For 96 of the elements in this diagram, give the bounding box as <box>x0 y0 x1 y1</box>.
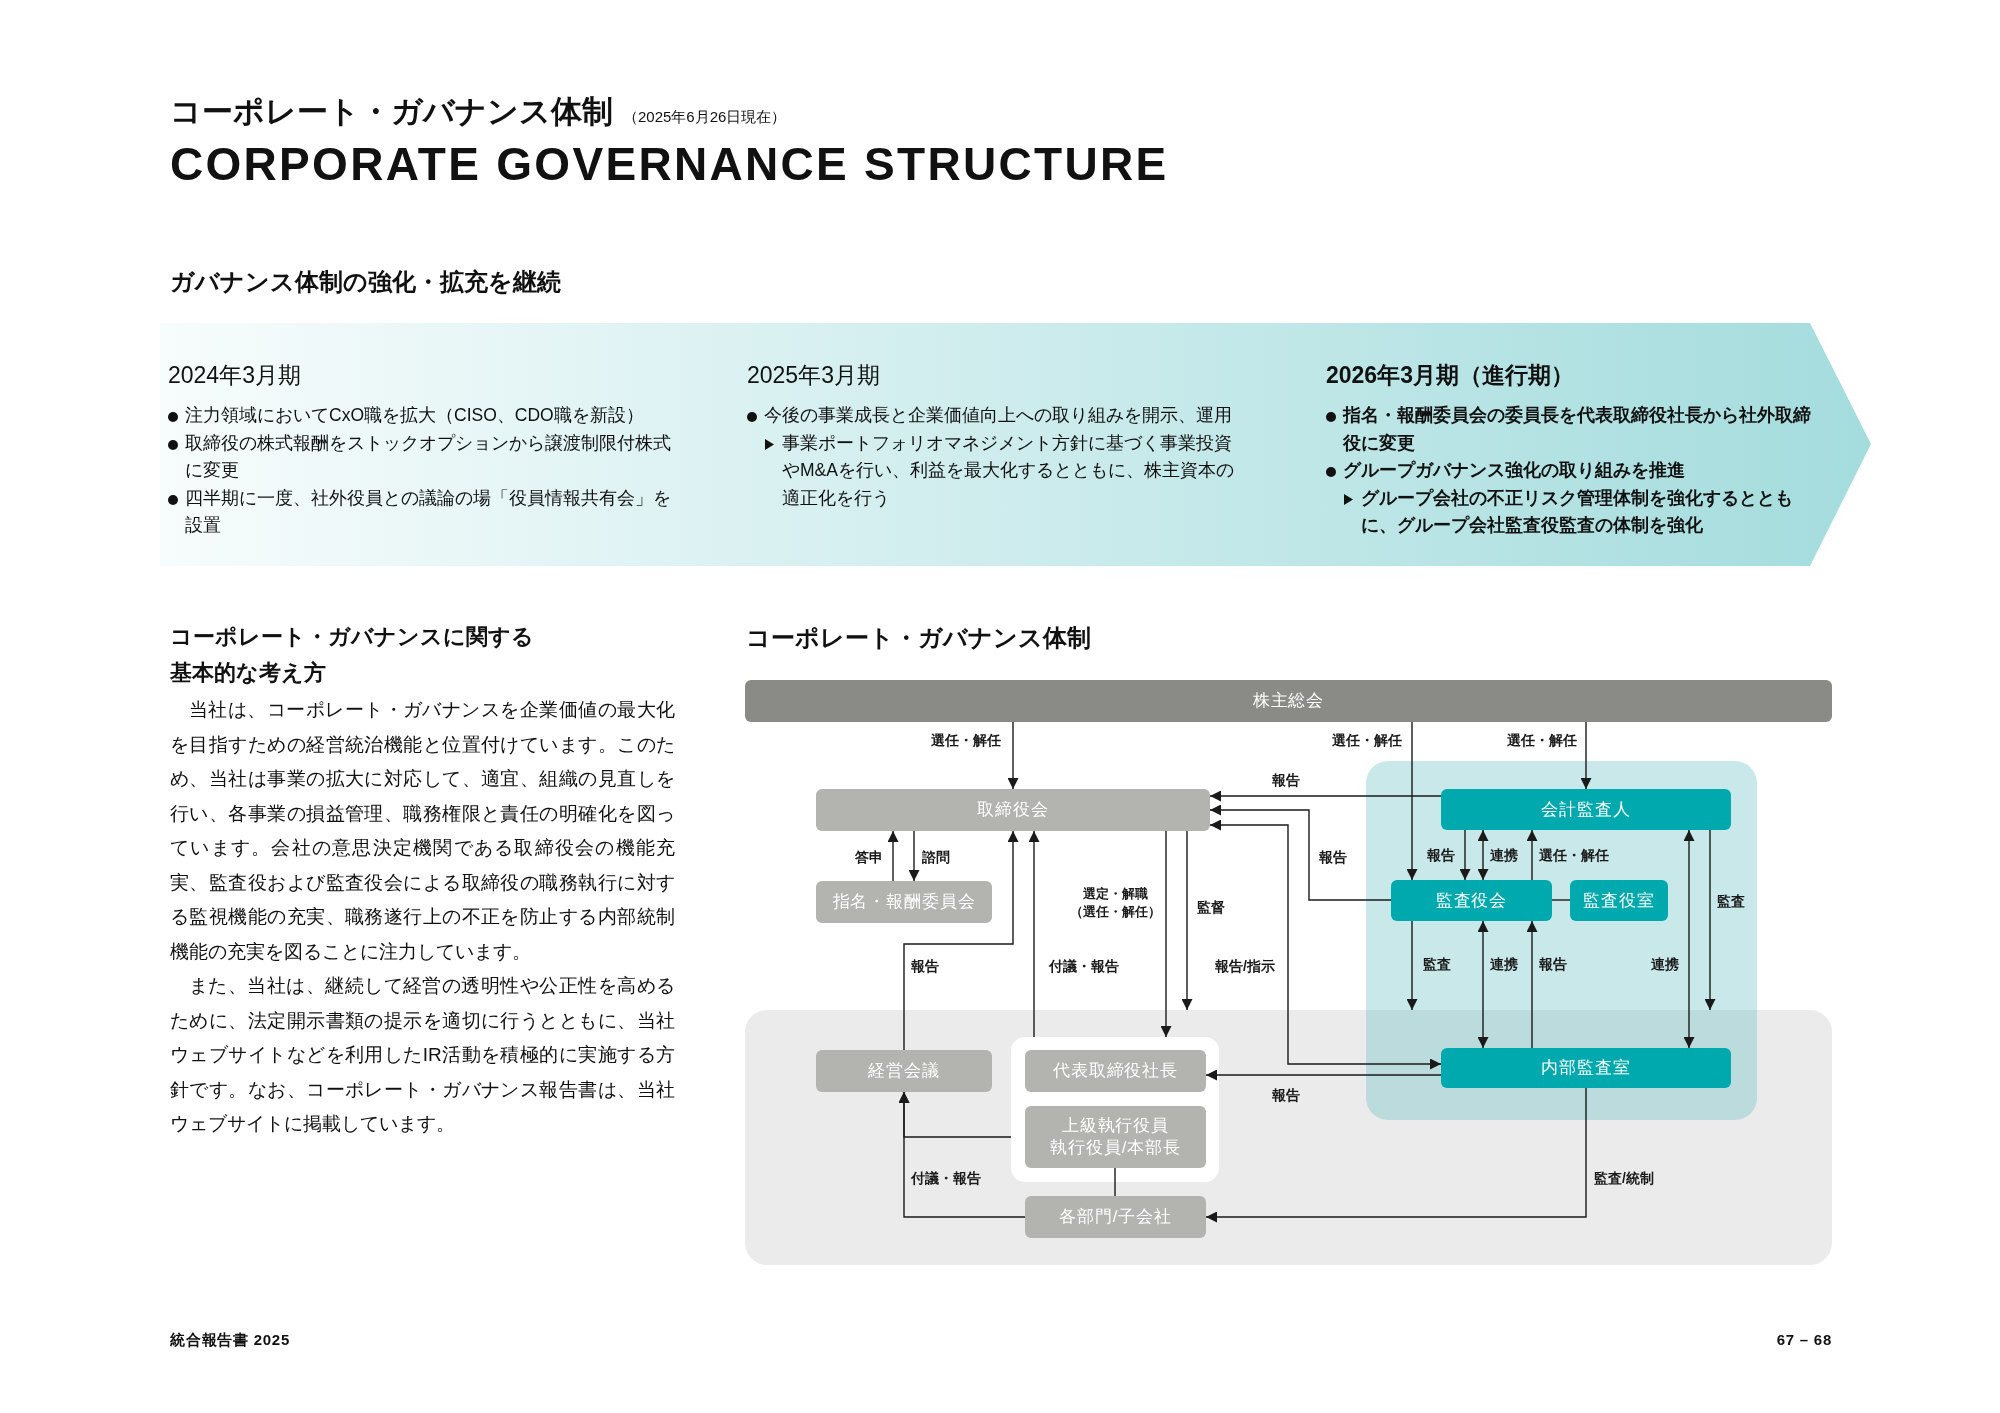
edge-label: 連携 <box>1490 846 1518 864</box>
connector-arrow <box>1181 830 1193 1011</box>
connector-arrow <box>1477 920 1489 1049</box>
process-box <box>1025 1050 1206 1092</box>
edge-label: 報告 <box>1272 1086 1300 1104</box>
connector-arrow <box>908 830 920 882</box>
edge-label: 選任・解任 <box>1332 731 1402 749</box>
bullet-text: 取締役の株式報酬をストックオプションから譲渡制限付株式に変更 <box>185 431 672 482</box>
process-box <box>816 881 992 923</box>
edge-label: 監査 <box>1423 955 1451 973</box>
connector-arrow <box>1406 920 1418 1011</box>
bullet-text: 事業ポートフォリオマネジメント方針に基づく事業投資やM&Aを行い、利益を最大化するとともに、株主資本の適正化を行う <box>782 431 1235 510</box>
edge-label: 監督 <box>1197 898 1225 916</box>
connector-arrow <box>1477 829 1489 881</box>
connector-line <box>1551 899 1571 901</box>
box-label: 取締役会 <box>977 799 1049 821</box>
footer-text: 統合報告書 2025 <box>170 1330 291 1350</box>
edge-label: 報告/指示 <box>1215 957 1275 975</box>
connector-arrow <box>887 830 899 882</box>
connector-arrow <box>1205 1069 1442 1081</box>
bullet-text: 指名・報酬委員会の委員長を代表取締役社長から社外取締役に変更 <box>1343 404 1812 455</box>
box-label: 代表取締役社長 <box>1053 1060 1178 1082</box>
bullet-text: グループガバナンス強化の取り組みを推進 <box>1343 459 1685 482</box>
connector-arrow <box>1526 920 1538 1049</box>
edge-label: 付議・報告 <box>1049 957 1119 975</box>
connector-arrow <box>1007 721 1019 790</box>
connector-arrow <box>1028 830 1040 1038</box>
connector-arrow <box>1205 1087 1587 1223</box>
box-label: 執行役員/本部長 <box>1050 1137 1181 1159</box>
connector-arrow <box>1209 819 1442 1070</box>
edge-label: 諮問 <box>922 848 950 866</box>
panel-background <box>1366 761 1757 1120</box>
bullet-text: 今後の事業成長と企業価値向上への取り組みを開示、運用 <box>764 404 1232 427</box>
section-heading: ガバナンス体制の強化・拡充を継続 <box>170 267 561 297</box>
region-background <box>745 1010 1832 1265</box>
chevron-band <box>160 323 1871 566</box>
connector-line <box>1114 1167 1116 1197</box>
box-label: 監査役会 <box>1435 889 1508 912</box>
process-box <box>1570 880 1668 921</box>
date-note: （2025年6月26日現在） <box>623 107 787 127</box>
english-title: CORPORATE GOVERNANCE STRUCTURE <box>170 137 1169 191</box>
bullet-text: グループ会社の不正リスク管理体制を強化するとともに、グループ会社監査役監査の体制を強化 <box>1361 486 1794 537</box>
edge-label: 選任・解任 <box>931 731 1001 749</box>
process-box <box>1025 1196 1206 1238</box>
box-label: 上級執行役員 <box>1061 1115 1170 1137</box>
section-heading: コーポレート・ガバナンス体制 <box>746 623 1091 653</box>
body-paragraph: また、当社は、継続して経営の透明性や公正性を高めるために、法定開示書類の提示を適切に行うとともに、当社ウェブサイトなどを利用したIR活動を積極的に実施する方針です。なお、コーポレート・ガバナンス報告書は、当社ウェブサイトに掲載しています。 <box>170 974 675 1136</box>
edge-label: 監査 <box>1717 892 1745 910</box>
period-heading: 2026年3月期（進行期） <box>1326 361 1575 390</box>
connector-arrow <box>1209 790 1442 802</box>
connector-arrow <box>1406 721 1418 881</box>
edge-label: 報告 <box>1272 771 1300 789</box>
edge-label: 付議・報告 <box>911 1169 981 1187</box>
body-paragraph: 当社は、コーポレート・ガバナンスを企業価値の最大化を目指すための経営統治機能と位置付けています。このため、当社は事業の拡大に対応して、適宜、組織の見直しを行い、各事業の損益管理、職務権限と責任の明確化を図っています。会社の意思決定機関である取締役会の機能充実、監査役および監査役会による取締役の職務執行に対する監視機能の充実、職務遂行上の不正を防止する内部統制機能の充実を図ることに注力しています。 <box>170 698 675 964</box>
connector-arrow <box>1526 829 1538 881</box>
section-heading: コーポレート・ガバナンスに関する基本的な考え方 <box>170 623 535 687</box>
process-box <box>1391 880 1552 921</box>
process-box <box>1025 1106 1206 1168</box>
process-box <box>816 1050 992 1092</box>
edge-label: 報告 <box>1319 848 1347 866</box>
page-number: 67 – 68 <box>1776 1330 1832 1350</box>
process-box <box>816 789 1210 831</box>
edge-label: 答申 <box>855 848 883 866</box>
box-label: 指名・報酬委員会 <box>832 891 976 913</box>
connector-arrow <box>1704 829 1716 1011</box>
edge-label: 報告 <box>1539 955 1567 973</box>
box-label: 各部門/子会社 <box>1059 1206 1172 1228</box>
edge-label: 連携 <box>1651 955 1679 973</box>
edge-label: 報告 <box>911 957 939 975</box>
period-heading: 2024年3月期 <box>168 361 302 390</box>
box-label: 株主総会 <box>1252 690 1325 712</box>
connector-arrow <box>1160 830 1172 1038</box>
edge-label: 報告 <box>1427 846 1455 864</box>
connector-arrow <box>1459 829 1471 881</box>
edge-label: 監査/統制 <box>1594 1169 1654 1187</box>
connector-arrow <box>898 1091 1012 1138</box>
page-title: コーポレート・ガバナンス体制 <box>170 93 613 131</box>
box-label: 監査役室 <box>1583 889 1655 912</box>
edge-label: 選任・解任 <box>1539 846 1609 864</box>
process-box <box>1441 1048 1731 1088</box>
connector-arrow <box>903 830 1019 1051</box>
edge-label: 選定・解職（選任・解任） <box>1068 885 1162 921</box>
period-heading: 2025年3月期 <box>747 361 881 390</box>
connector-arrow <box>1683 829 1695 1049</box>
edge-label: 選任・解任 <box>1507 731 1577 749</box>
box-label: 会計監査人 <box>1541 798 1631 821</box>
bullet-text: 注力領域においてCxO職を拡大（CISO、CDO職を新設） <box>185 404 644 427</box>
connector-arrow <box>1580 721 1592 790</box>
header-bar <box>745 680 1832 722</box>
box-label: 内部監査室 <box>1541 1057 1631 1079</box>
box-label: 経営会議 <box>868 1060 940 1082</box>
process-box <box>1441 789 1731 830</box>
group-box <box>1011 1037 1219 1182</box>
edge-label: 連携 <box>1490 955 1518 973</box>
connector-arrow <box>1209 804 1392 901</box>
bullet-text: 四半期に一度、社外役員との議論の場「役員情報共有会」を設置 <box>185 486 672 537</box>
